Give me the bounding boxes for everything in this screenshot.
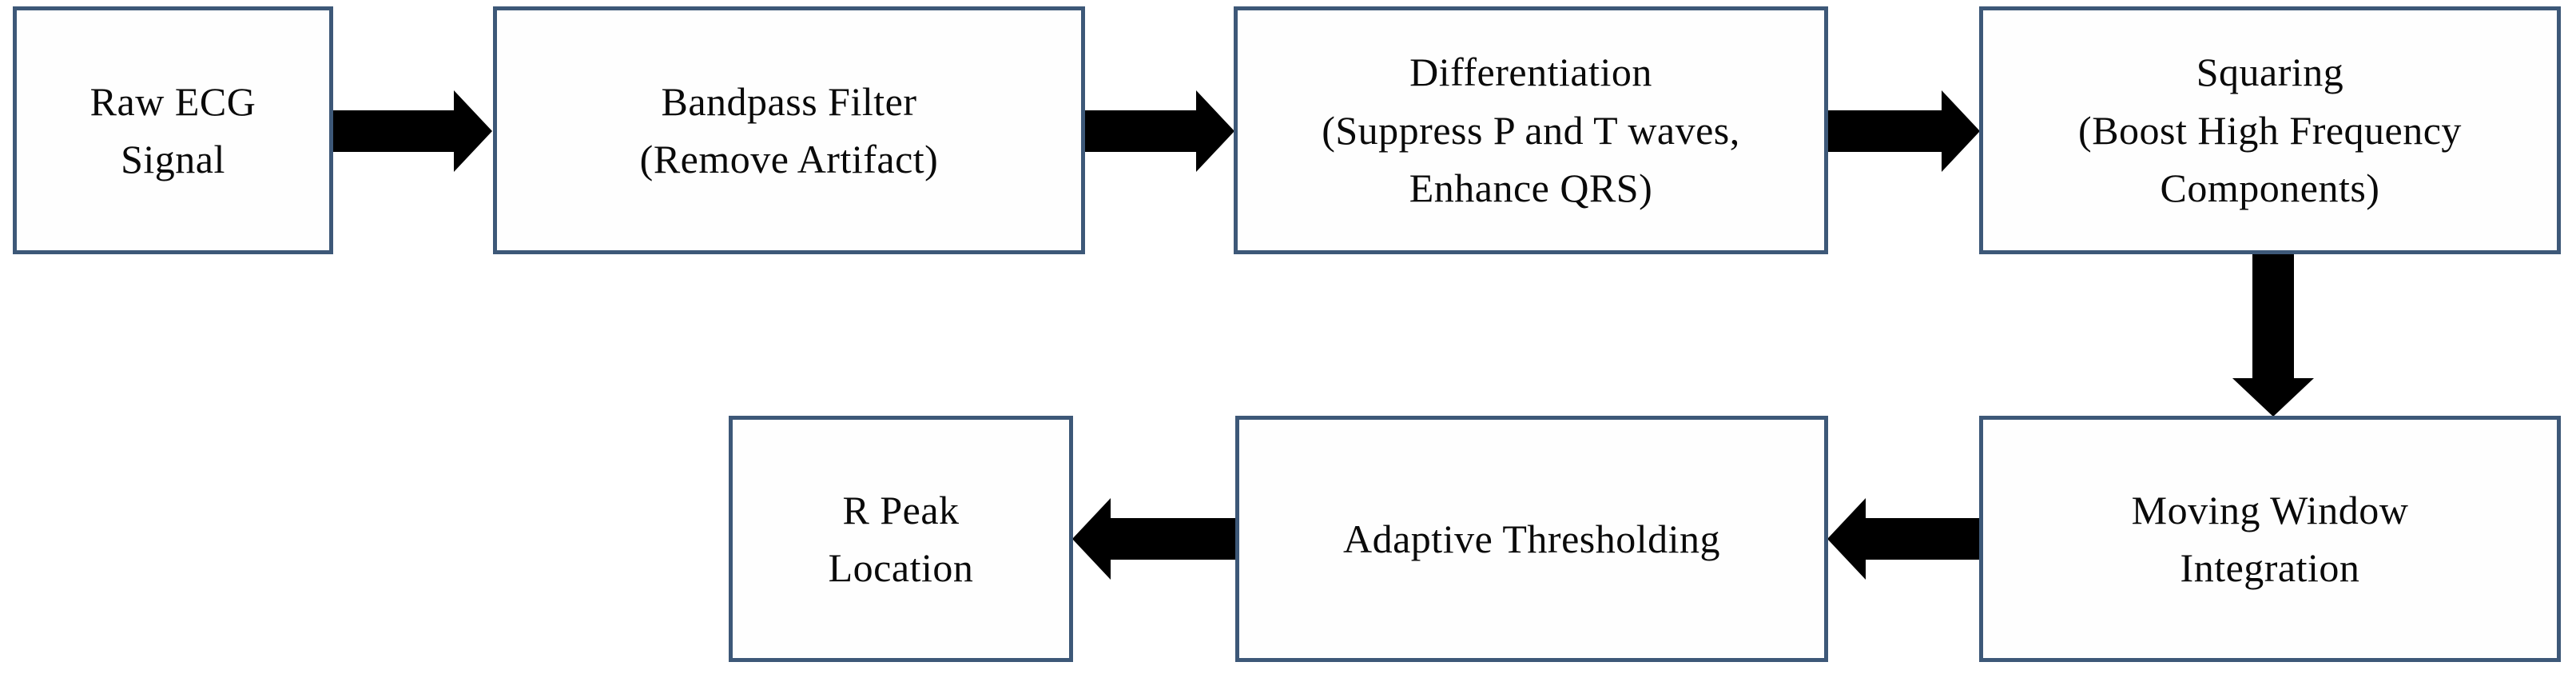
arrow-right-raw-to-bandpass — [333, 90, 492, 172]
flow-box-label-squaring: Squaring (Boost High Frequency Component… — [2078, 50, 2462, 211]
flow-box-squaring: Squaring (Boost High Frequency Component… — [1979, 6, 2561, 254]
arrow-left-adaptive-to-rpeak — [1072, 498, 1235, 580]
arrow-right-differentiation-to-squaring — [1828, 90, 1980, 172]
flow-box-label-differentiation: Differentiation (Suppress P and T waves,… — [1322, 50, 1740, 211]
flow-box-bandpass-filter: Bandpass Filter (Remove Artifact) — [493, 6, 1085, 254]
flow-box-raw-ecg-signal: Raw ECG Signal — [13, 6, 333, 254]
flow-box-label-moving-window-integration: Moving Window Integration — [2131, 487, 2409, 591]
flow-box-differentiation: Differentiation (Suppress P and T waves,… — [1234, 6, 1828, 254]
flow-box-adaptive-thresholding: Adaptive Thresholding — [1235, 416, 1828, 662]
flow-box-label-raw-ecg-signal: Raw ECG Signal — [89, 78, 256, 182]
arrow-right-bandpass-to-differentiation — [1085, 90, 1234, 172]
flow-box-label-bandpass-filter: Bandpass Filter (Remove Artifact) — [639, 78, 939, 182]
flow-box-r-peak-location: R Peak Location — [729, 416, 1073, 662]
arrow-down-squaring-to-moving-window — [2232, 254, 2314, 417]
flow-box-label-adaptive-thresholding: Adaptive Thresholding — [1343, 516, 1720, 561]
flow-box-label-r-peak-location: R Peak Location — [828, 487, 974, 591]
flow-box-moving-window-integration: Moving Window Integration — [1979, 416, 2561, 662]
arrow-left-moving-window-to-adaptive — [1827, 498, 1979, 580]
